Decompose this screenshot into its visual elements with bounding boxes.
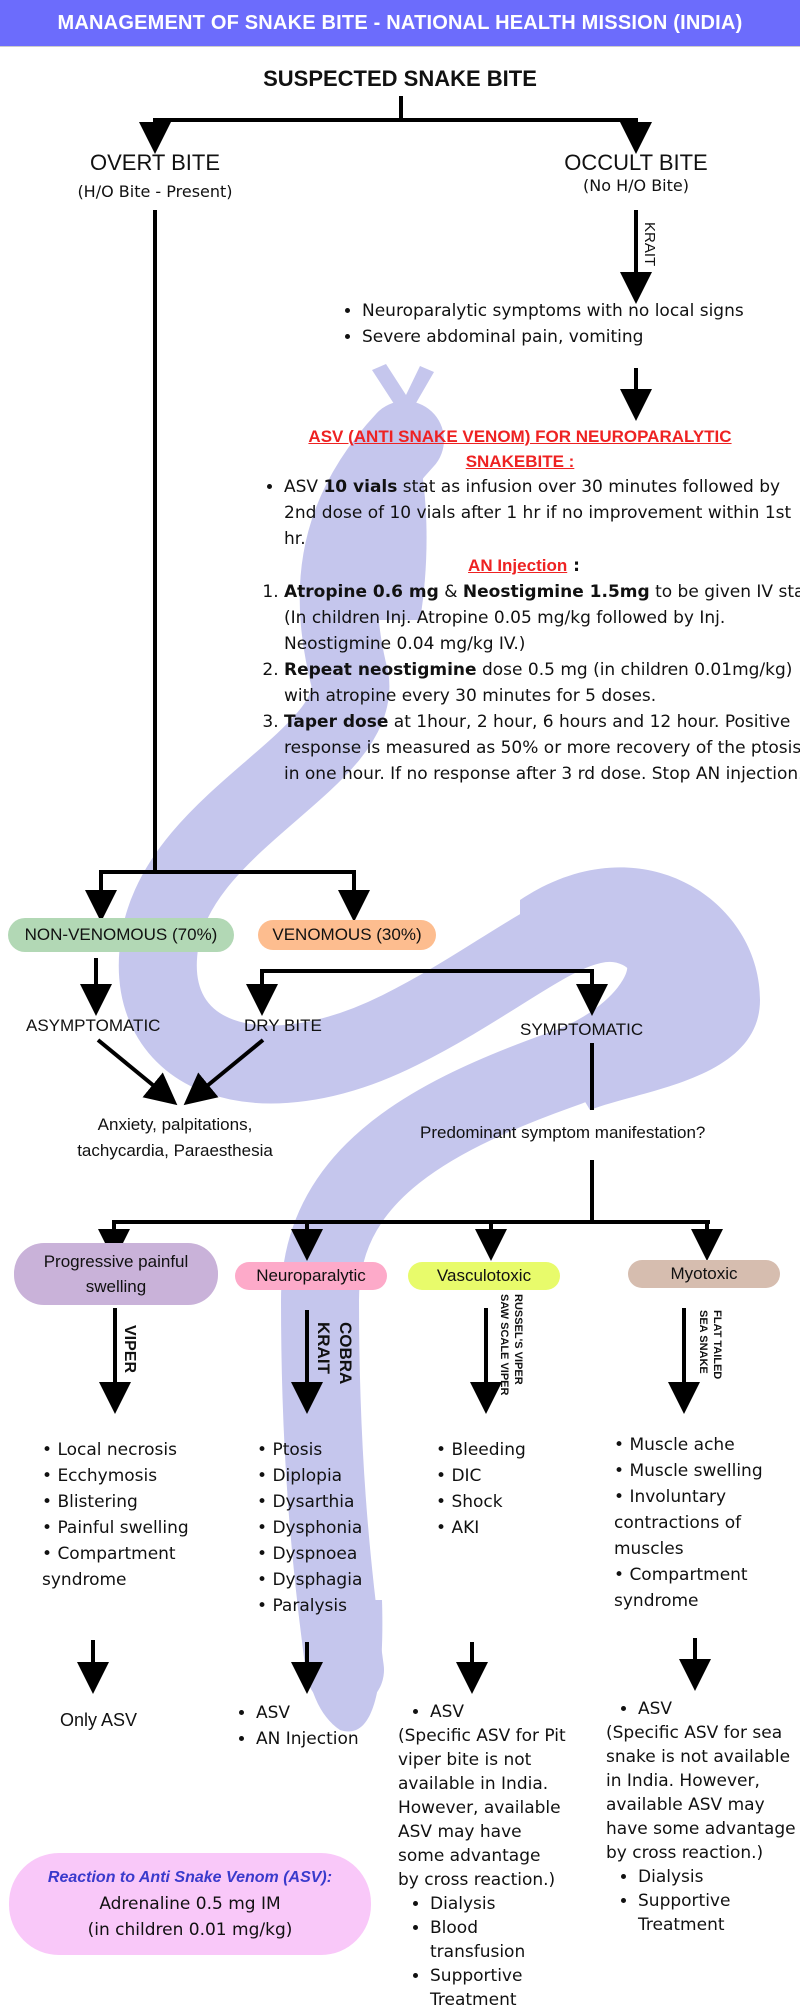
connector-question [114,1160,710,1224]
overt-title: OVERT BITE [89,150,220,175]
arrow-dry-to-anxiety [183,1038,265,1106]
category-neuroparalytic: Neuroparalytic [235,1262,387,1290]
reaction-line-2: (in children 0.01 mg/kg) [87,1920,293,1940]
anxiety-text: Anxiety, palpitations, tachycardia, Para… [77,1115,273,1160]
snake-type-cobra-krait: COBRA KRAIT [314,1322,355,1385]
occult-symptoms: Neuroparalytic symptoms with no local si… [342,298,800,350]
category-vasculotoxic: Vasculotoxic [408,1262,560,1290]
symptom-item: • DIC [436,1466,482,1486]
treatment-neuroparalytic: ASV AN Injection [236,1700,416,1752]
root-title: SUSPECTED SNAKE BITE [263,66,537,91]
reaction-line-1: Adrenaline 0.5 mg IM [99,1894,281,1914]
snake-type-russel-saw-scale: RUSSEL'S VIPER SAW SCALE VIPER [498,1294,524,1396]
occult-symptom: Severe abdominal pain, vomiting [362,324,800,350]
symptomatic-label: SYMPTOMATIC [520,1020,644,1039]
symptom-item: • Ecchymosis [42,1466,158,1486]
an-step: Taper dose at 1hour, 2 hour, 6 hours and… [284,709,800,787]
occult-title: OCCULT BITE [564,150,708,175]
arrow-asym-to-anxiety [96,1038,178,1106]
treatment-vasculotoxic: ASV (Specific ASV for Pit viper bite is … [398,1700,566,2012]
asv-heading: ASV (ANTI SNAKE VENOM) FOR NEUROPARALYTI… [308,427,732,471]
an-injection-heading: AN Injection [468,556,568,575]
treatment-item: ASV [256,1700,416,1726]
an-injection-heading-row: AN Injection : [468,556,580,576]
krait-label: KRAIT [641,222,658,267]
connector-root [155,96,636,122]
occult-symptom: Neuroparalytic symptoms with no local si… [362,298,800,324]
symptom-item: • Ptosis [257,1440,323,1460]
symptom-item: • Muscle ache [614,1435,735,1455]
snake-type-viper: VIPER [121,1325,138,1374]
symptom-item: • Dysphagia [257,1570,363,1590]
treatment-item: Dialysis [638,1865,796,1889]
symptoms-vasculotoxic: • Bleeding • DIC • Shock • AKI [436,1437,566,1541]
symptom-item: • Involuntary contractions of muscles [614,1487,742,1559]
treatment-note: (Specific ASV for sea snake is not avail… [606,1723,796,1863]
symptom-item: • Dyspnoea [257,1544,358,1564]
snake-type-sea-snake: FLAT TAILED SEA SNAKE [697,1310,723,1380]
symptom-item: • Dysarthia [257,1492,355,1512]
symptom-item: • Diplopia [257,1466,343,1486]
treatment-only-asv: Only ASV [60,1710,138,1730]
non-venomous-pill: NON-VENOMOUS (70%) [8,918,234,952]
symptoms-neuroparalytic: • Ptosis • Diplopia • Dysarthia • Dyspho… [257,1437,387,1619]
symptom-item: • Painful swelling [42,1518,189,1538]
symptom-item: • Paralysis [257,1596,347,1616]
asv-instructions: ASV 10 vials stat as infusion over 30 mi… [264,474,800,552]
occult-bite-node: OCCULT BITE (No H/O Bite) [536,150,736,195]
reaction-title: Reaction to Anti Snake Venom (ASV): [47,1869,333,1886]
symptom-item: • Local necrosis [42,1440,177,1460]
connector-overt-down [101,210,354,874]
venomous-pill: VENOMOUS (30%) [258,920,436,950]
treatment-item: Supportive Treatment [430,1964,566,2012]
an-injection-steps: Atropine 0.6 mg & Neostigmine 1.5mg to b… [258,579,800,787]
symptoms-myotoxic: • Muscle ache • Muscle swelling • Involu… [614,1432,774,1614]
treatment-item: AN Injection [256,1726,416,1752]
treatment-note: (Specific ASV for Pit viper bite is not … [398,1726,566,1890]
symptom-item: • Bleeding [436,1440,526,1460]
asymptomatic-label: ASYMPTOMATIC [26,1016,161,1035]
symptom-item: • Shock [436,1492,503,1512]
symptom-item: • Muscle swelling [614,1461,763,1481]
category-myotoxic: Myotoxic [628,1260,780,1288]
symptom-item: • Blistering [42,1492,138,1512]
an-step: Atropine 0.6 mg & Neostigmine 1.5mg to b… [284,579,800,657]
reaction-box: Reaction to Anti Snake Venom (ASV): Adre… [9,1853,371,1955]
treatment-myotoxic: ASV (Specific ASV for sea snake is not a… [606,1697,796,1937]
overt-bite-node: OVERT BITE (H/O Bite - Present) [55,150,255,201]
snake-tongue [372,364,434,425]
treatment-item: Blood transfusion [430,1916,566,1964]
symptom-item: • Compartment syndrome [614,1565,748,1611]
symptom-item: • Dysphonia [257,1518,363,1538]
treatment-item: Dialysis [430,1892,566,1916]
symptoms-progressive: • Local necrosis • Ecchymosis • Blisteri… [42,1437,212,1593]
an-step: Repeat neostigmine dose 0.5 mg (in child… [284,657,800,709]
predominant-question: Predominant symptom manifestation? [420,1123,706,1142]
category-progressive-swelling: Progressive painful swelling [14,1243,218,1305]
asv-dose-item: ASV 10 vials stat as infusion over 30 mi… [284,474,800,552]
symptom-item: • Compartment syndrome [42,1544,176,1590]
dry-bite-label: DRY BITE [244,1016,322,1035]
overt-subtitle: (H/O Bite - Present) [77,182,233,201]
occult-subtitle: (No H/O Bite) [583,176,689,195]
page-header: MANAGEMENT OF SNAKE BITE - NATIONAL HEAL… [0,0,800,47]
treatment-item: Supportive Treatment [638,1889,796,1937]
symptom-item: • AKI [436,1518,480,1538]
